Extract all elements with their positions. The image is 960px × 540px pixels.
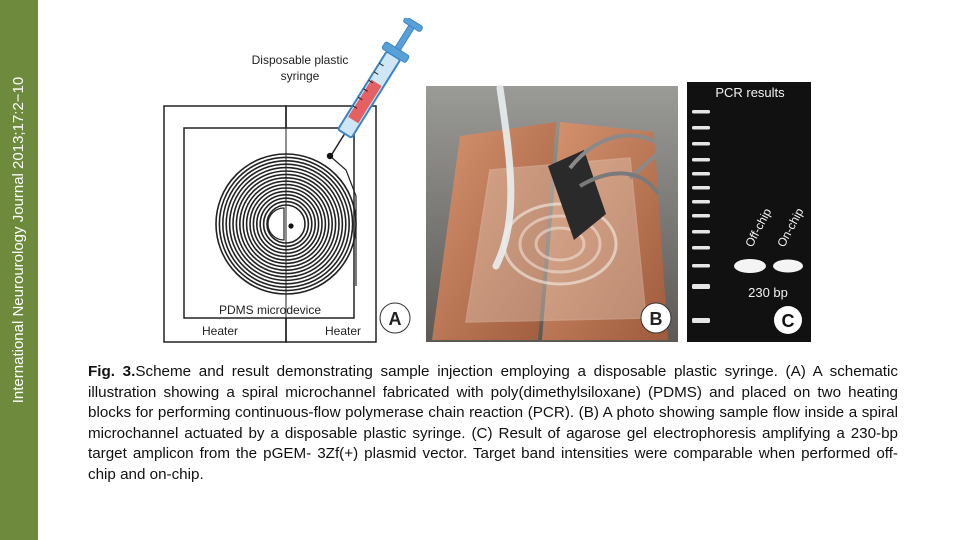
- spiral-ring: [225, 163, 347, 285]
- gel-background: [687, 82, 811, 342]
- caption-lead: Fig. 3.: [88, 363, 136, 380]
- journal-sidebar: International Neurourology Journal 2013;…: [0, 0, 38, 540]
- spiral-ring: [235, 173, 337, 275]
- ladder-band: [692, 142, 710, 146]
- panel-a-badge: [379, 302, 411, 334]
- syringe-label-line1: Disposable plastic: [252, 53, 349, 67]
- figure-3: Disposable plastic syringe PDMS microdev…: [163, 18, 811, 343]
- spiral-microchannel: [215, 153, 357, 295]
- ladder-band: [692, 246, 710, 250]
- spiral-ring: [259, 197, 313, 251]
- panel-c-gel: PCR results Off-chip On-chip 230 bp C: [687, 82, 811, 342]
- gel-title: PCR results: [715, 85, 785, 100]
- panel-a-letter: A: [389, 309, 402, 329]
- spiral-ring: [256, 194, 317, 255]
- panel-c-badge: [774, 306, 802, 334]
- syringe-label-line2: syringe: [281, 69, 320, 83]
- heater-right-label: Heater: [325, 324, 361, 338]
- spiral-ring: [218, 156, 354, 292]
- caption-text: Scheme and result demonstrating sample i…: [88, 363, 898, 483]
- ladder-band: [692, 172, 710, 176]
- band-size-label: 230 bp: [748, 285, 788, 300]
- dna-ladder: [692, 110, 710, 323]
- pdms-device-label: PDMS microdevice: [219, 303, 321, 317]
- band-on-chip: [773, 259, 803, 273]
- spiral-ring: [266, 204, 306, 244]
- ladder-band: [692, 230, 710, 234]
- spiral-ring: [249, 187, 323, 261]
- outlet-port: [288, 223, 294, 229]
- syringe-icon: [331, 18, 423, 155]
- ladder-band: [692, 158, 710, 162]
- ladder-band: [692, 214, 710, 218]
- ladder-band: [692, 318, 710, 323]
- panel-c-letter: C: [782, 311, 795, 331]
- spiral-ring: [262, 200, 310, 248]
- panel-b-letter: B: [650, 309, 663, 329]
- ladder-band: [692, 200, 710, 204]
- ladder-band: [692, 126, 710, 130]
- spiral-ring: [252, 190, 320, 258]
- ladder-band: [692, 264, 710, 268]
- band-off-chip: [734, 259, 766, 273]
- heater-left-label: Heater: [202, 324, 238, 338]
- spiral-ring: [245, 183, 327, 265]
- panel-b-badge: [640, 302, 672, 334]
- tubing: [492, 84, 515, 270]
- panel-a: Disposable plastic syringe PDMS microdev…: [163, 18, 423, 343]
- ladder-band: [692, 186, 710, 190]
- binder-clip: [548, 150, 606, 240]
- figure-caption: Fig. 3.Scheme and result demonstrating s…: [88, 362, 898, 485]
- inlet-port: [326, 152, 334, 160]
- spiral-ring: [232, 170, 340, 278]
- spiral-ring: [228, 166, 344, 282]
- inlet-channel: [329, 155, 357, 286]
- spiral-ring: [242, 180, 330, 268]
- spiral-center-hole: [267, 207, 285, 241]
- journal-citation: International Neurourology Journal 2013;…: [10, 76, 27, 404]
- ladder-band: [692, 110, 710, 114]
- panel-b-photo: B: [426, 84, 678, 342]
- copper-heater-left: [432, 122, 556, 340]
- spiral-ring: [221, 160, 351, 289]
- ladder-band: [692, 284, 710, 289]
- spiral-ring: [239, 177, 334, 272]
